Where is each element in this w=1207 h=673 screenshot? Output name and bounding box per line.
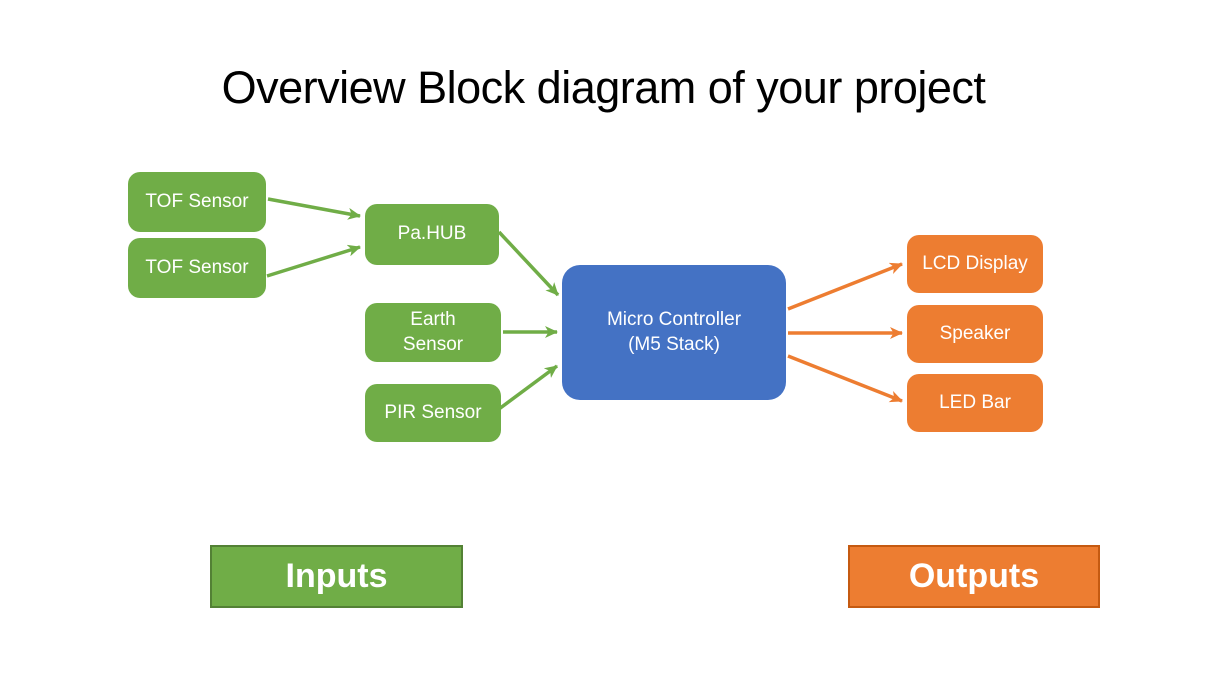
arrow-pahub-to-mc bbox=[497, 230, 560, 297]
node-label: Pa.HUB bbox=[397, 223, 467, 245]
arrow-mc-to-ledbar bbox=[787, 354, 903, 403]
arrow-pir-to-mc bbox=[497, 364, 559, 411]
arrow-tof2-to-pahub bbox=[266, 244, 361, 278]
node-label: Earth Sensor bbox=[402, 308, 464, 355]
node-label: TOF Sensor bbox=[145, 190, 249, 212]
node-label: Micro Controller (M5 Stack) bbox=[606, 308, 742, 355]
node-tof-sensor-2: TOF Sensor bbox=[128, 238, 266, 298]
node-micro-controller: Micro Controller (M5 Stack) bbox=[562, 265, 786, 400]
node-label: LED Bar bbox=[939, 391, 1011, 413]
node-label: Speaker bbox=[939, 322, 1011, 344]
node-label: PIR Sensor bbox=[384, 401, 482, 423]
node-lcd-display: LCD Display bbox=[907, 235, 1043, 293]
arrow-mc-to-lcd bbox=[787, 262, 903, 311]
node-label: LCD Display bbox=[922, 252, 1028, 274]
node-speaker: Speaker bbox=[907, 305, 1043, 363]
page-title: Overview Block diagram of your project bbox=[221, 62, 986, 113]
node-pir-sensor: PIR Sensor bbox=[365, 384, 501, 442]
node-led-bar: LED Bar bbox=[907, 374, 1043, 432]
node-pa-hub: Pa.HUB bbox=[365, 204, 499, 265]
inputs-label: Inputs bbox=[210, 545, 463, 608]
node-earth-sensor: Earth Sensor bbox=[365, 303, 501, 362]
outputs-label: Outputs bbox=[848, 545, 1100, 608]
node-tof-sensor-1: TOF Sensor bbox=[128, 172, 266, 232]
arrow-tof1-to-pahub bbox=[267, 197, 361, 220]
node-label: TOF Sensor bbox=[145, 256, 249, 278]
